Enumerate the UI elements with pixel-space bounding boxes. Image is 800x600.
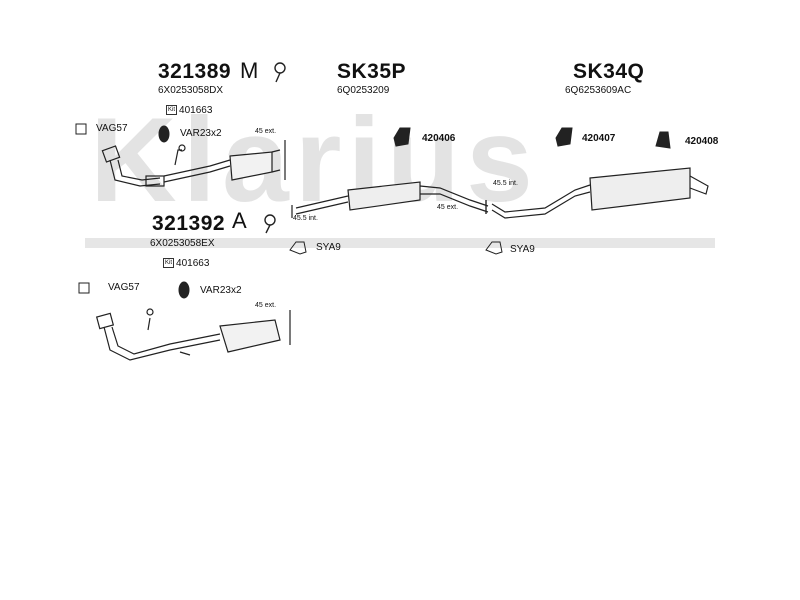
front-pipe-catalyst-lower	[95, 308, 291, 361]
fitting-var23x2-lower: VAR23x2	[200, 285, 242, 296]
fitment-symbols	[264, 62, 286, 234]
dimension-45-ext-middle: 45 ext.	[437, 204, 459, 211]
fitting-sya9-left: SYA9	[316, 242, 341, 253]
oe-number-sk35p: 6Q0253209	[337, 85, 390, 96]
oe-number-321389: 6X0253058DX	[158, 85, 224, 96]
front-pipe-catalyst-upper	[101, 140, 286, 187]
fitting-vag57-lower: VAG57	[108, 282, 140, 293]
oe-number-sk34q: 6Q6253609AC	[565, 85, 632, 96]
part-number-321389: 321389	[158, 60, 232, 83]
part-number-sk35p: SK35P	[337, 60, 407, 83]
kit-label: Kit	[163, 258, 175, 269]
a-symbol-icon: A	[232, 208, 248, 233]
part-number-sk34q: SK34Q	[573, 60, 645, 83]
fitting-sya9-right: SYA9	[510, 244, 535, 255]
rubber-mount-icons	[75, 123, 671, 299]
fitting-vag57-upper: VAG57	[96, 123, 128, 134]
m-symbol-icon: M	[240, 58, 259, 83]
fitting-var23x2-upper: VAR23x2	[180, 128, 222, 139]
dimension-45-5-int-right: 45.5 int.	[493, 180, 518, 187]
rear-silencer	[485, 167, 709, 219]
oe-number-321392: 6X0253058EX	[150, 238, 215, 249]
dimension-45-5-int-left: 45.5 int.	[293, 215, 318, 222]
dimension-45-ext-lower: 45 ext.	[255, 302, 277, 309]
part-number-321392: 321392	[152, 212, 226, 235]
klarius-watermark: Klarius	[90, 93, 539, 227]
fitting-420407: 420407	[582, 133, 616, 144]
watermark-bar	[85, 238, 715, 248]
fitting-420406: 420406	[422, 133, 456, 144]
middle-silencer	[291, 181, 489, 218]
kit-label: Kit	[166, 105, 178, 116]
kit-number-321392: 401663	[176, 258, 210, 269]
fitting-420408: 420408	[685, 136, 719, 147]
dimension-45-ext-upper: 45 ext.	[255, 128, 277, 135]
kit-number-321389: 401663	[179, 105, 213, 116]
